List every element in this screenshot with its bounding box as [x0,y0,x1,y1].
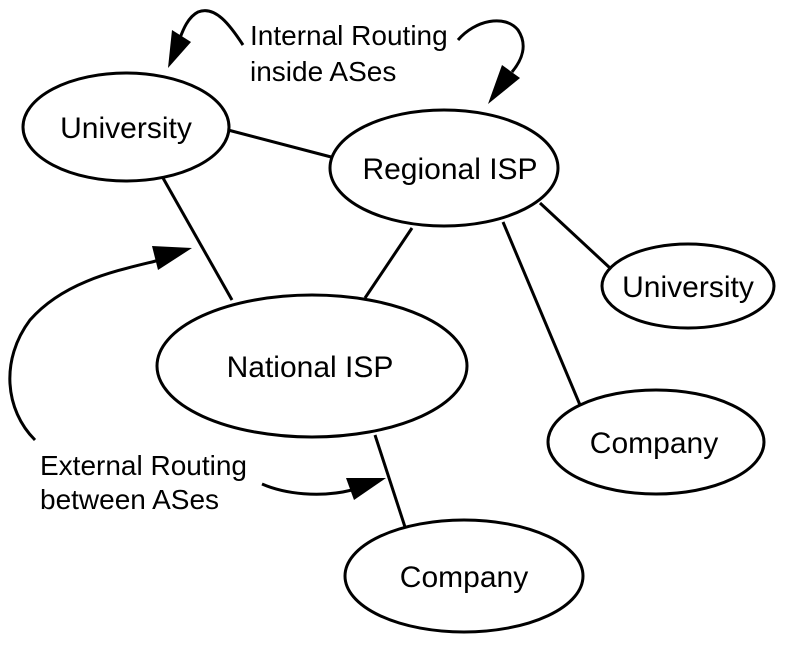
annotation-external-routing: External Routing between ASes [8,246,386,515]
node-label: University [60,112,192,145]
arrow-external-upper [8,258,161,442]
link-regional-national [363,227,414,299]
link-regional-university [538,201,612,270]
node-university-top: University [21,71,231,183]
node-national-isp: National ISP [155,293,469,439]
annotation-external-line-1: External Routing [40,450,247,481]
annotation-external-line-2: between ASes [40,484,219,515]
arrowhead-internal-right [488,65,520,104]
arrow-internal-left [178,9,245,46]
node-label: Company [400,561,528,594]
link-university-national [161,177,234,301]
annotation-internal-line-1: Internal Routing [250,20,448,51]
node-company-right: Company [546,388,766,496]
node-label: University [622,271,754,304]
node-regional-isp: Regional ISP [328,108,560,228]
links [161,128,612,528]
arrow-external-lower [261,482,353,496]
link-national-company [373,434,407,528]
arrow-internal-right [456,19,525,73]
node-university-right: University [600,242,776,330]
node-company-bottom: Company [343,518,585,634]
annotation-internal-routing: Internal Routing inside ASes [168,9,525,104]
node-label: Company [590,427,718,460]
arrowhead-internal-left [168,30,191,68]
link-regional-company [501,221,582,406]
node-label: Regional ISP [362,153,537,186]
annotation-internal-line-2: inside ASes [250,56,396,87]
arrowhead-external-upper [152,246,192,270]
link-university-regional [227,128,336,160]
arrowhead-external-lower [346,478,386,500]
node-label: National ISP [227,351,394,384]
